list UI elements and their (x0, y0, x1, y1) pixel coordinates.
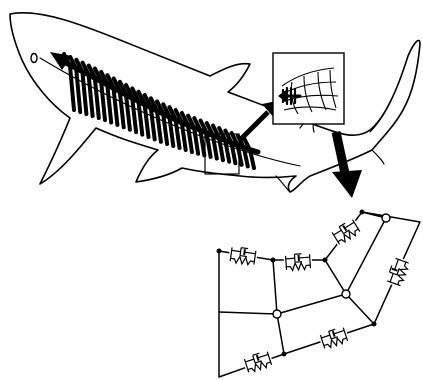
network-link (277, 294, 346, 314)
spring-dashpot-icon (318, 324, 351, 352)
spring-damper-network (219, 212, 420, 377)
node-open (342, 290, 350, 298)
node-open (273, 310, 281, 318)
network-outer-frame (219, 212, 420, 377)
node-filled (282, 352, 287, 357)
spring-dashpot-icon (283, 251, 312, 273)
network-link (219, 312, 277, 314)
spring-dashpot-icon (242, 348, 275, 376)
node-filled (360, 210, 365, 215)
spring-dashpot-icon (384, 255, 412, 288)
shark-eye-icon (31, 54, 37, 63)
spine-myomeres (50, 52, 258, 168)
node-filled (217, 249, 222, 254)
node-filled (372, 322, 377, 327)
network-nodes (217, 210, 391, 357)
node-open (382, 214, 390, 222)
network-link (325, 260, 346, 294)
spring-dashpot-icon (329, 216, 363, 248)
spring-dashpot-elements (228, 216, 412, 376)
myomere-lines (64, 54, 254, 168)
spring-dashpot-icon (228, 244, 259, 268)
shark-anal-fin (276, 176, 290, 192)
network-link (277, 314, 284, 354)
node-filled (271, 258, 276, 263)
network-link (273, 260, 277, 314)
inset-frame (273, 53, 344, 124)
node-filled (323, 258, 328, 263)
inset-zoom (273, 53, 344, 124)
network-link (346, 294, 374, 324)
